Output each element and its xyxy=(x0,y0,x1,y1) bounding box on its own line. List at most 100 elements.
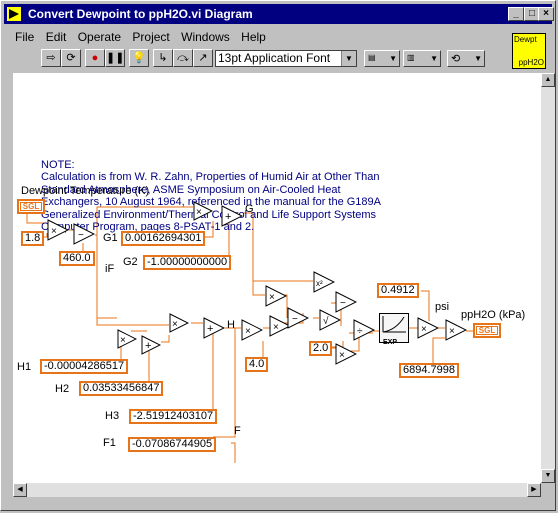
h1-label: H1 xyxy=(17,361,32,373)
multiply-node-hg[interactable]: × xyxy=(241,319,263,341)
const-2[interactable]: 2.0 xyxy=(309,341,333,356)
add-node-h[interactable]: + xyxy=(203,317,225,339)
multiply-node-g2[interactable]: × xyxy=(265,285,287,307)
exp-label: EXP xyxy=(383,339,398,346)
sqrt-node[interactable]: √ xyxy=(319,309,341,331)
minimize-button[interactable]: _ xyxy=(508,7,524,21)
reorder-dropdown[interactable]: ⟲▼ xyxy=(447,50,485,67)
svg-text:×: × xyxy=(273,322,279,333)
h1-constant[interactable]: -0.00004286517 xyxy=(40,359,129,374)
h2-constant[interactable]: 0.03533456847 xyxy=(79,381,164,396)
const-1-8[interactable]: 1.8 xyxy=(21,231,45,246)
exp-function-icon[interactable]: EXP xyxy=(379,313,409,346)
svg-text:−: − xyxy=(340,298,346,309)
svg-text:−: − xyxy=(78,230,84,241)
menu-windows[interactable]: Windows xyxy=(181,30,230,44)
dewpoint-label: Dewpoint Temperature (K) xyxy=(21,185,150,197)
svg-text:×: × xyxy=(51,226,57,237)
connector-top-label: Dewpt xyxy=(514,35,537,44)
h3-label: H3 xyxy=(105,410,120,422)
divide-node[interactable]: ÷ xyxy=(353,319,375,341)
multiply-node-4hf[interactable]: × xyxy=(269,315,291,337)
h2-label: H2 xyxy=(55,383,70,395)
g2-constant[interactable]: -1.00000000000 xyxy=(143,255,232,270)
psi-label: psi xyxy=(435,301,450,313)
svg-text:×: × xyxy=(120,335,126,346)
const-6894-7998[interactable]: 6894.7998 xyxy=(399,363,459,378)
window-title: Convert Dewpoint to ppH2O.vi Diagram xyxy=(28,7,253,21)
multiply-node-1[interactable]: × xyxy=(47,219,69,241)
square-node[interactable]: x² xyxy=(313,271,335,293)
g1-constant[interactable]: 0.00162694301 xyxy=(121,231,206,246)
highlight-execution-icon[interactable]: 💡 xyxy=(129,49,149,67)
svg-text:x²: x² xyxy=(316,279,323,288)
scroll-up-icon[interactable]: ▲ xyxy=(541,73,555,87)
g-label: G xyxy=(245,203,254,215)
step-over-icon[interactable]: ⤼ xyxy=(173,49,193,67)
title-bar[interactable]: Convert Dewpoint to ppH2O.vi Diagram _ □… xyxy=(4,4,554,24)
svg-text:×: × xyxy=(449,326,455,337)
f1-label: F1 xyxy=(103,437,116,449)
svg-text:+: + xyxy=(225,211,231,223)
close-button[interactable]: × xyxy=(538,7,554,21)
abort-icon[interactable]: ● xyxy=(85,49,105,67)
vertical-scrollbar[interactable]: ▲ ▼ xyxy=(541,73,555,483)
scroll-left-icon[interactable]: ◀ xyxy=(13,483,27,497)
block-diagram-canvas[interactable]: NOTE: Calculation is from W. R. Zahn, Pr… xyxy=(13,73,541,483)
svg-text:×: × xyxy=(269,292,275,303)
align-icon: ▤ xyxy=(368,53,376,62)
step-into-icon[interactable]: ↳ xyxy=(153,49,173,67)
connector-pane-icon[interactable]: Dewpt ppH2O xyxy=(512,33,546,69)
scroll-right-icon[interactable]: ▶ xyxy=(527,483,541,497)
subtract-node-disc[interactable]: − xyxy=(287,307,309,329)
f1-constant[interactable]: -0.07086744905 xyxy=(128,437,217,452)
run-icon[interactable]: ⇨ xyxy=(41,49,61,67)
const-0-4912[interactable]: 0.4912 xyxy=(377,283,419,298)
multiply-node-kpa[interactable]: × xyxy=(445,319,467,341)
multiply-node-h1[interactable]: × xyxy=(117,329,137,349)
pause-icon[interactable]: ❚❚ xyxy=(105,49,125,67)
add-node-g[interactable]: + xyxy=(221,205,243,227)
multiply-node-h2[interactable]: × xyxy=(169,313,189,333)
multiply-node-2f[interactable]: × xyxy=(335,343,357,365)
pph2o-output-terminal[interactable]: SGL xyxy=(473,323,501,338)
svg-text:×: × xyxy=(172,319,178,330)
sgl-out-label: SGL xyxy=(476,326,498,335)
exp-curve-icon xyxy=(382,316,406,333)
h3-constant[interactable]: -2.51912403107 xyxy=(129,409,218,424)
svg-text:+: + xyxy=(207,323,213,335)
distribute-icon: ▥ xyxy=(407,53,415,62)
menu-help[interactable]: Help xyxy=(241,30,266,44)
distribute-objects-dropdown[interactable]: ▥▼ xyxy=(403,50,441,67)
const-460[interactable]: 460.0 xyxy=(59,251,95,266)
menu-file[interactable]: File xyxy=(15,30,35,44)
multiply-node-g1[interactable]: × xyxy=(193,201,213,221)
multiply-node-psi[interactable]: × xyxy=(417,317,439,339)
subtract-node[interactable]: − xyxy=(73,223,95,245)
connector-bottom-label: ppH2O xyxy=(518,58,544,67)
const-4[interactable]: 4.0 xyxy=(245,357,269,372)
add-node-h2[interactable]: + xyxy=(141,335,161,355)
sgl-in-label: SGL xyxy=(20,202,42,211)
font-select-value: 13pt Application Font xyxy=(218,51,331,65)
menu-bar: File Edit Operate Project Windows Help xyxy=(15,30,274,44)
run-continuously-icon[interactable]: ⟳ xyxy=(61,49,81,67)
horizontal-scrollbar[interactable]: ◀ ▶ xyxy=(13,483,541,497)
menu-operate[interactable]: Operate xyxy=(77,30,122,44)
font-select[interactable]: 13pt Application Font ▼ xyxy=(215,50,357,67)
align-objects-dropdown[interactable]: ▤▼ xyxy=(364,50,400,67)
svg-text:×: × xyxy=(196,207,202,218)
menu-edit[interactable]: Edit xyxy=(45,30,67,44)
svg-text:÷: ÷ xyxy=(357,326,363,337)
step-out-icon[interactable]: ↗ xyxy=(193,49,213,67)
scroll-down-icon[interactable]: ▼ xyxy=(541,469,555,483)
chevron-down-icon: ▼ xyxy=(430,54,438,63)
menu-project[interactable]: Project xyxy=(132,30,170,44)
wires-layer xyxy=(26,206,473,463)
chevron-down-icon: ▼ xyxy=(341,51,356,66)
svg-text:×: × xyxy=(245,326,251,337)
subtract-node-2[interactable]: − xyxy=(335,291,357,313)
dewpoint-input-terminal[interactable]: SGL xyxy=(17,199,45,214)
svg-text:×: × xyxy=(339,350,345,361)
g2-label: G2 xyxy=(123,256,138,268)
